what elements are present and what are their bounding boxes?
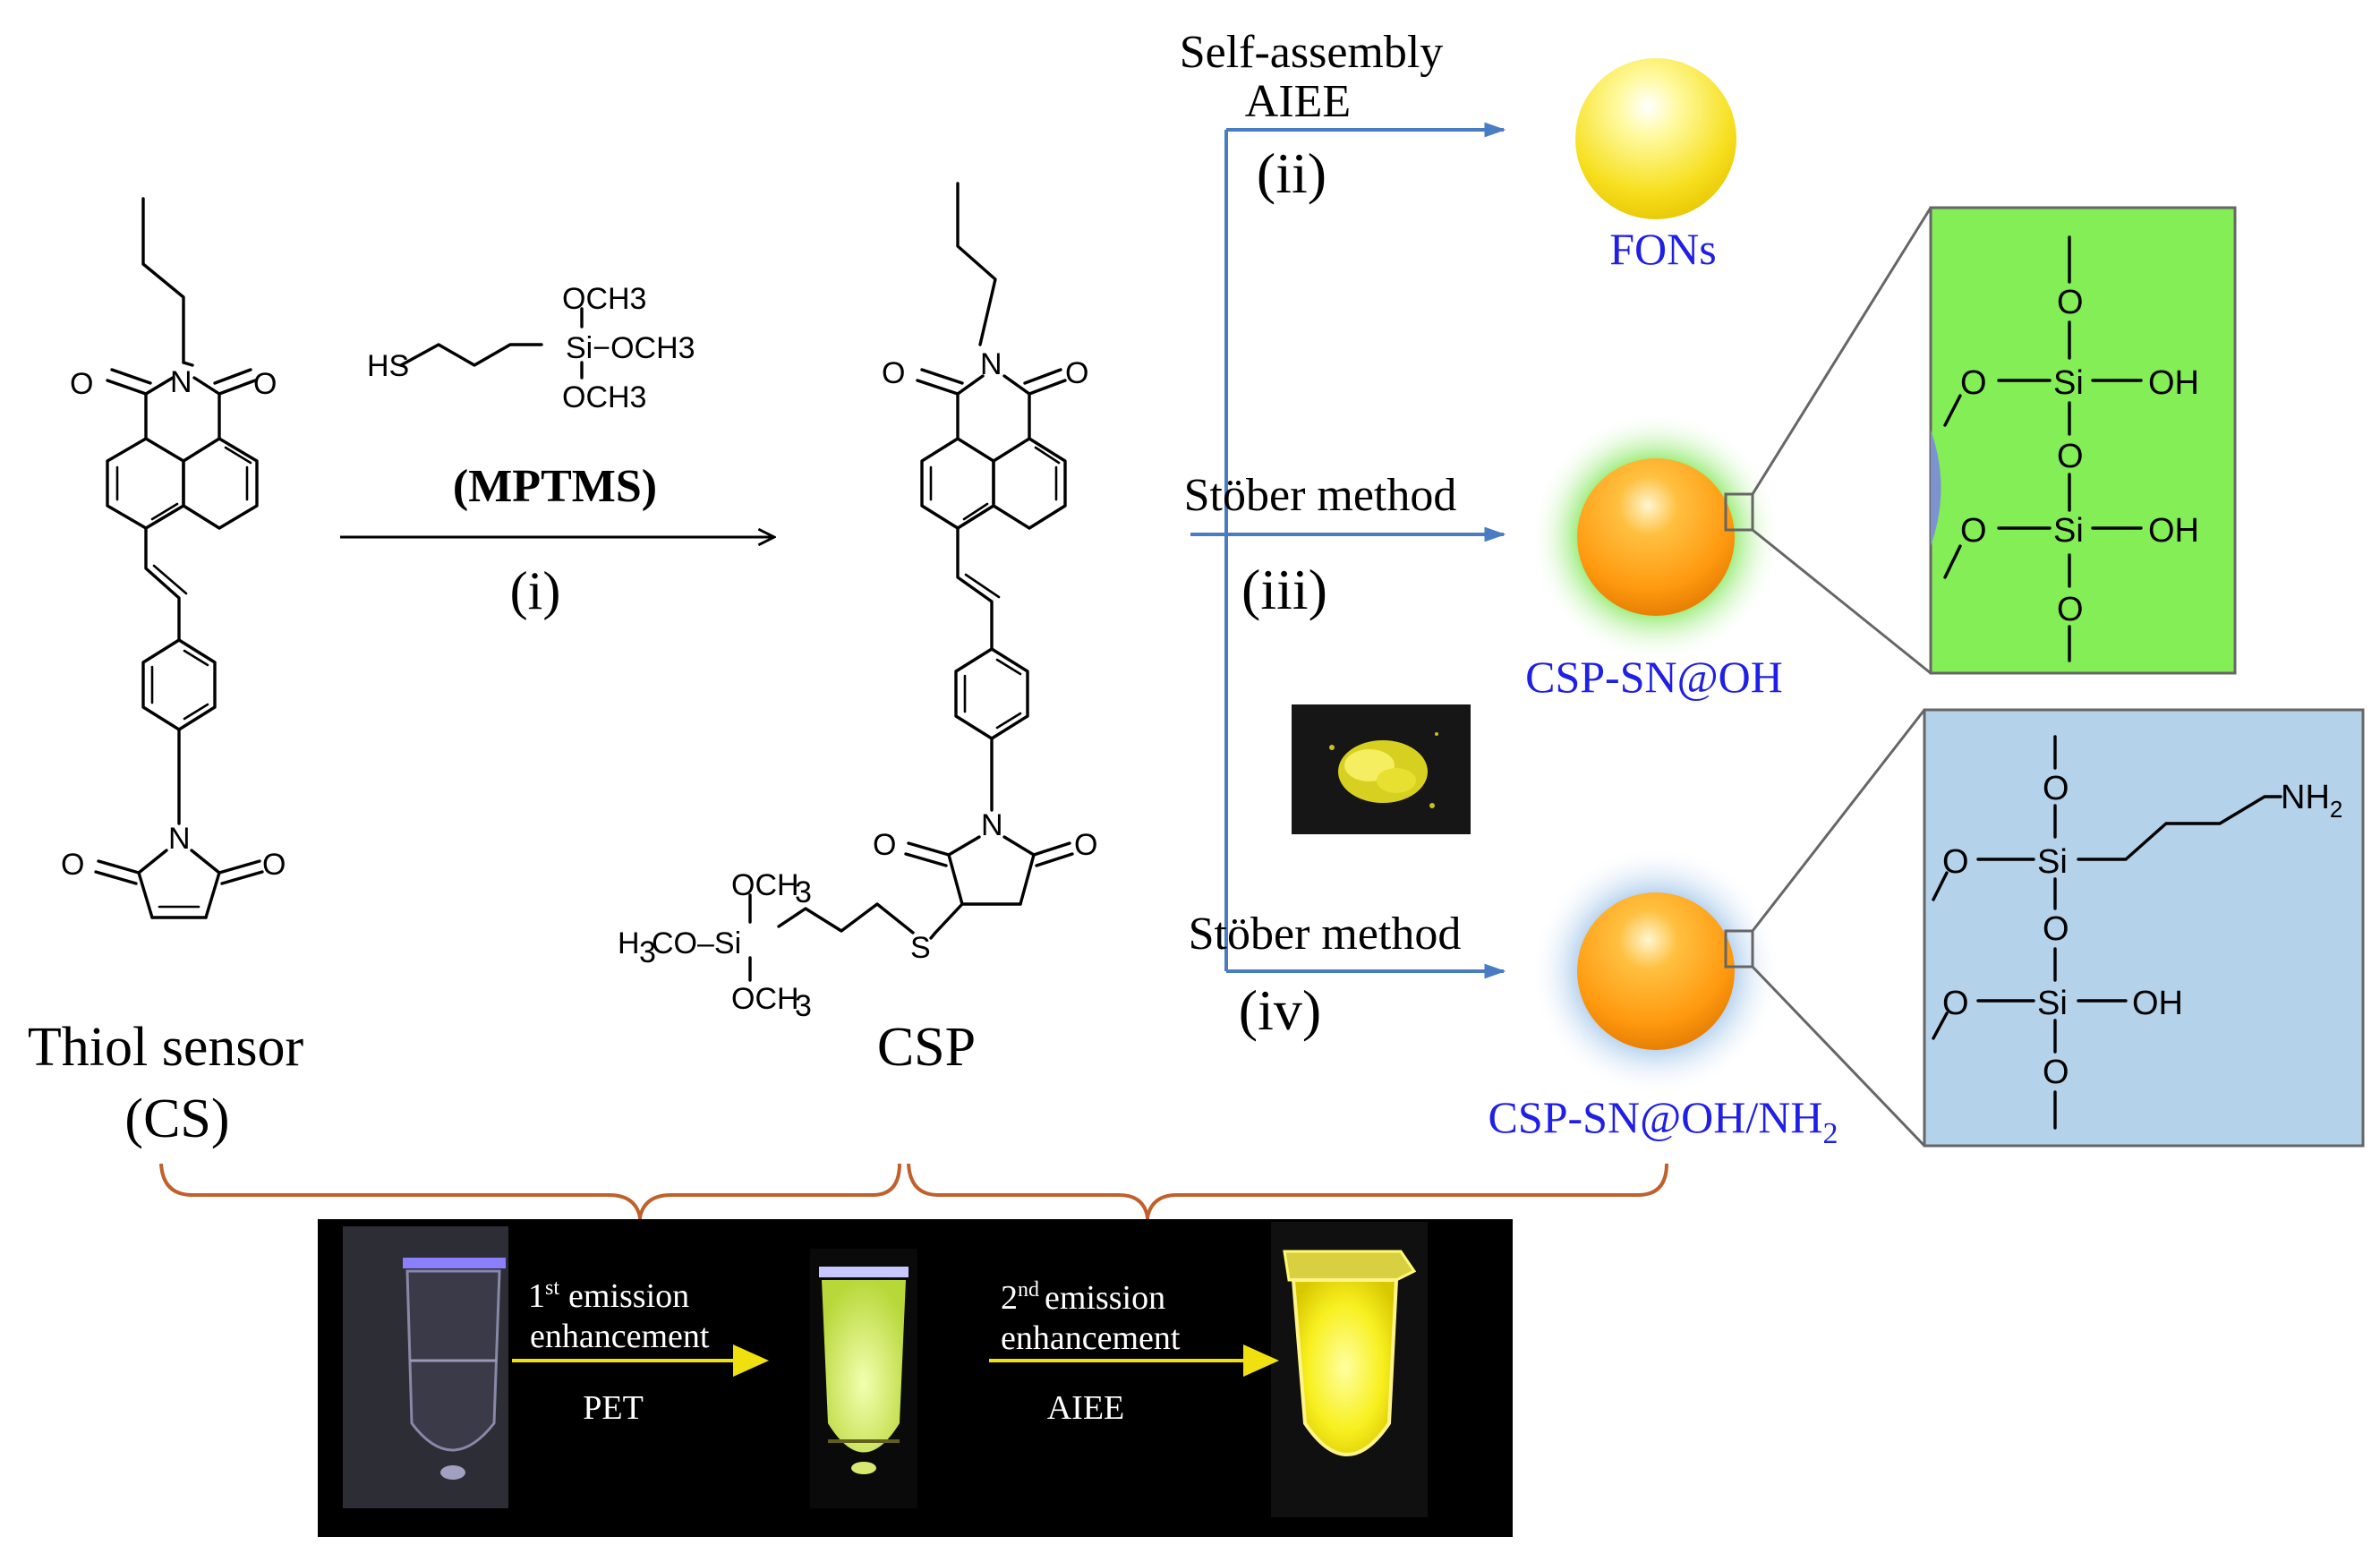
- second-emission-line2: enhancement: [1001, 1319, 1181, 1357]
- svg-text:3: 3: [795, 989, 812, 1023]
- svg-text:N: N: [980, 347, 1002, 381]
- fons-label: FONs: [1609, 224, 1716, 274]
- svg-text:O: O: [70, 367, 93, 401]
- svg-text:O: O: [253, 367, 277, 401]
- blue-si-2: Si: [2037, 985, 2068, 1022]
- emission-photo-strip: [318, 1219, 1513, 1537]
- svg-text:N: N: [981, 808, 1003, 842]
- route-self-assembly-label: Self-assembly: [1180, 27, 1444, 78]
- svg-text:S: S: [910, 931, 931, 965]
- mptms-och3-bottom: OCH3: [562, 380, 646, 414]
- cs-label-line2: (CS): [124, 1088, 229, 1149]
- route-stober-2-label: Stöber method: [1189, 909, 1462, 960]
- svg-text:O: O: [882, 356, 905, 390]
- blue-oh: OH: [2132, 985, 2183, 1022]
- route-arrows: [1190, 122, 1506, 979]
- tube-csp: [810, 1249, 917, 1508]
- svg-text:O: O: [1074, 828, 1097, 862]
- brace-left: [159, 1163, 901, 1218]
- green-oh-1: OH: [2148, 364, 2199, 402]
- svg-text:O: O: [2043, 910, 2069, 948]
- csp-sn-oh-nh2-particle: [1531, 846, 1781, 1097]
- mptms-och3-top: OCH3: [562, 282, 646, 316]
- svg-text:H: H: [618, 926, 640, 960]
- svg-text:3: 3: [795, 875, 812, 909]
- svg-text:O: O: [1942, 985, 1969, 1022]
- thiol-sensor-structure: N O O N O O: [61, 197, 286, 919]
- svg-text:O: O: [1942, 843, 1969, 881]
- blue-si-1: Si: [2037, 843, 2068, 881]
- mptms-si-och3: Si−OCH3: [566, 331, 695, 365]
- csp-label: CSP: [877, 1017, 976, 1078]
- route-aiee-label: AIEE: [1245, 76, 1351, 127]
- tube-csp-aggregated: [1271, 1222, 1428, 1517]
- green-oh-2: OH: [2148, 512, 2199, 550]
- fons-particle: [1575, 58, 1736, 219]
- green-si-2: Si: [2053, 512, 2084, 550]
- mptms-name: (MPTMS): [453, 461, 657, 512]
- green-si-1: Si: [2053, 364, 2084, 402]
- svg-text:OCH: OCH: [731, 982, 799, 1016]
- mptms-reagent: OCH3 Si−OCH3 OCH3 HS: [367, 282, 695, 414]
- svg-text:O: O: [2043, 1054, 2069, 1091]
- first-emission-mechanism: PET: [583, 1389, 644, 1427]
- svg-text:O: O: [1065, 356, 1088, 390]
- csp-structure: N O O N O O S OCH 3 H 3 CO–Si OCH 3: [618, 182, 1097, 1023]
- csp-sn-oh-label: CSP-SN@OH: [1525, 652, 1783, 702]
- svg-text:O: O: [2057, 438, 2084, 475]
- step-ii-label: (ii): [1257, 141, 1326, 205]
- svg-text:O: O: [2057, 591, 2084, 628]
- svg-text:O: O: [1960, 364, 1987, 402]
- step-iv-label: (iv): [1239, 978, 1321, 1042]
- blue-surface-panel: O O Si O O Si OH O NH2: [1923, 708, 2365, 1148]
- step-i-label: (i): [510, 561, 561, 620]
- zoom-marker-blue: [1724, 929, 1754, 969]
- svg-text:N: N: [170, 365, 192, 399]
- svg-text:O: O: [61, 848, 84, 882]
- green-surface-panel: O O Si OH O O Si OH O: [1929, 206, 2237, 675]
- second-emission-mechanism: AIEE: [1047, 1389, 1125, 1427]
- powder-photo: [1292, 704, 1471, 834]
- csp-sn-oh-particle: [1531, 412, 1781, 662]
- svg-text:O: O: [873, 828, 896, 862]
- step-iii-label: (iii): [1241, 558, 1327, 621]
- tube-cs: [343, 1226, 508, 1508]
- zoom-marker-green: [1724, 492, 1754, 532]
- svg-text:O: O: [1960, 512, 1987, 550]
- svg-text:O: O: [2057, 284, 2084, 321]
- route-stober-1-label: Stöber method: [1184, 470, 1457, 521]
- svg-text:3: 3: [639, 935, 656, 969]
- svg-text:N: N: [168, 822, 191, 856]
- svg-text:O: O: [262, 848, 286, 882]
- blue-nh2: NH2: [2281, 779, 2342, 823]
- first-emission-line2: enhancement: [530, 1318, 710, 1355]
- svg-text:O: O: [2043, 770, 2069, 807]
- svg-text:OCH: OCH: [731, 868, 799, 902]
- brace-right: [907, 1163, 1668, 1218]
- mptms-hs: HS: [367, 349, 409, 383]
- svg-text:CO–Si: CO–Si: [652, 926, 741, 960]
- cs-label-line1: Thiol sensor: [28, 1017, 304, 1078]
- csp-sn-oh-nh2-label: CSP-SN@OH/NH2: [1489, 1092, 1838, 1150]
